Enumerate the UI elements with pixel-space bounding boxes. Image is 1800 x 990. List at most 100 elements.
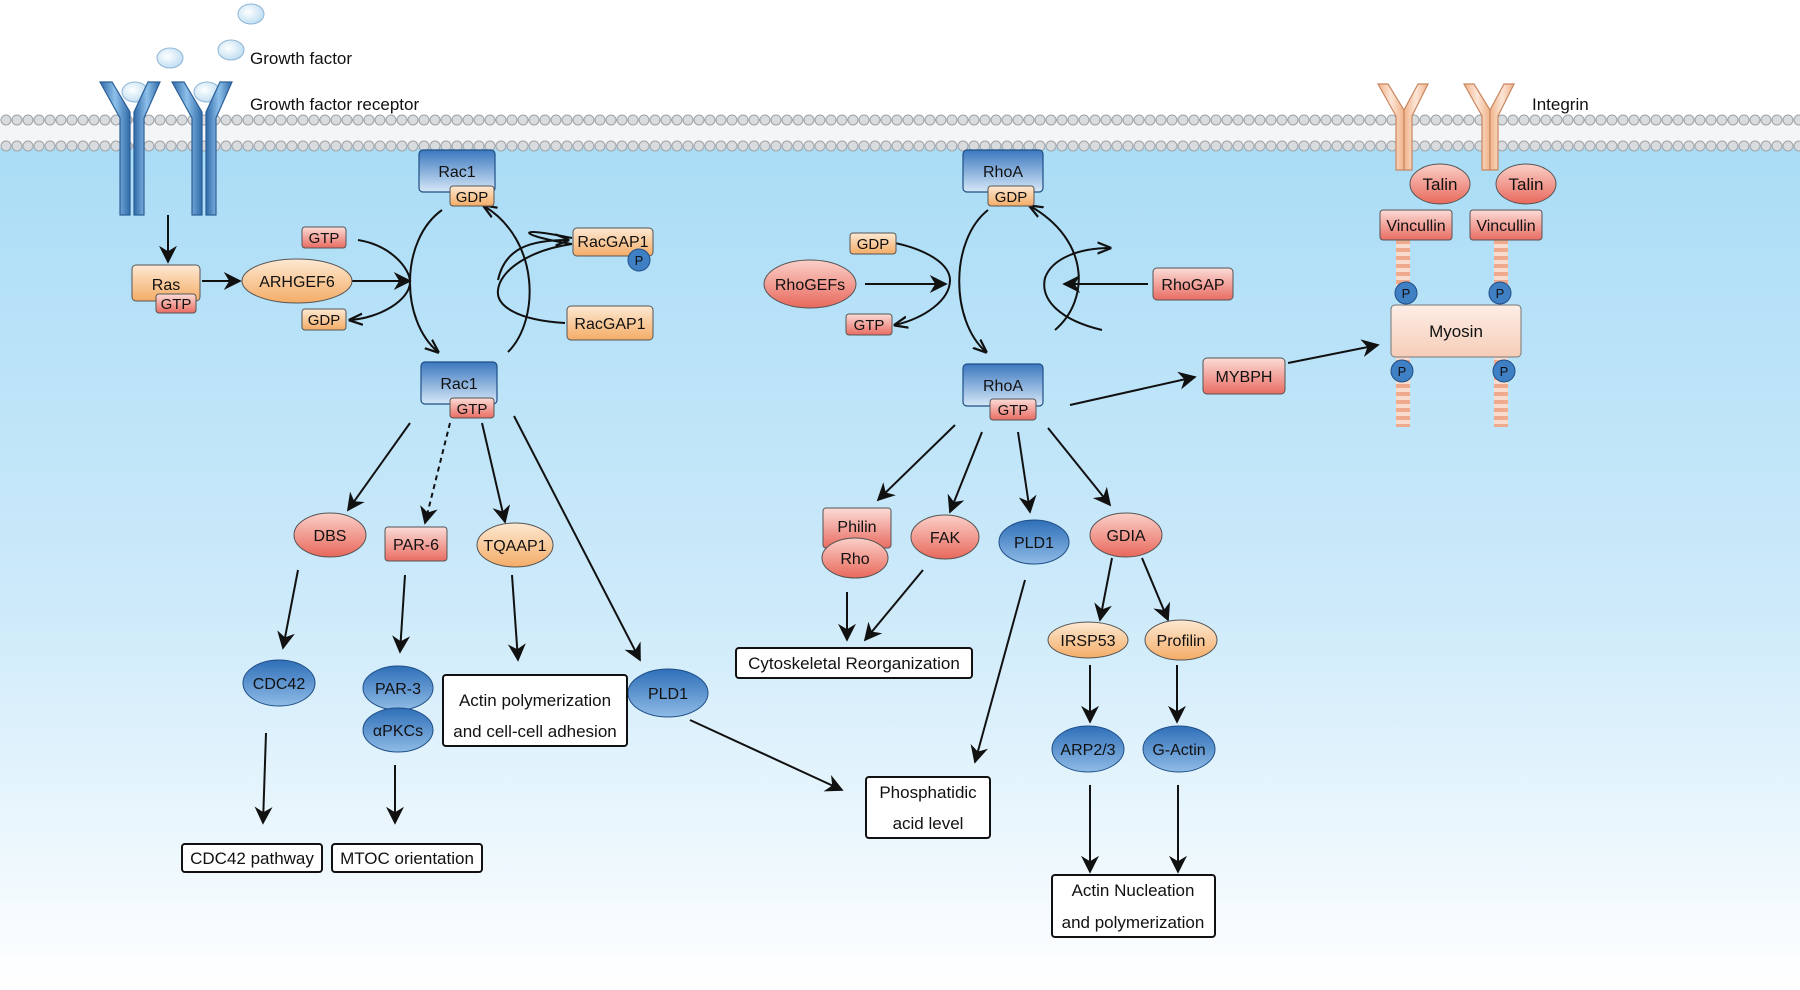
rac1-pld1-label: PLD1 xyxy=(648,686,688,703)
rac1-gtp-label: Rac1 xyxy=(440,376,477,393)
vincullin-label-2: Vincullin xyxy=(1476,218,1535,235)
tqaap1-label: TQAAP1 xyxy=(483,538,546,555)
philin-label: Philin xyxy=(837,519,876,536)
ras-label: Ras xyxy=(152,277,180,294)
myosin-p-label-1: P xyxy=(1402,286,1411,301)
talin-node-2 xyxy=(1495,163,1557,205)
dbs-label: DBS xyxy=(314,528,347,545)
rhogap-label: RhoGAP xyxy=(1161,277,1224,294)
cdc42-pathway-label: CDC42 pathway xyxy=(190,849,314,868)
cdc42-label: CDC42 xyxy=(253,676,306,693)
myosin-p-label-2: P xyxy=(1496,286,1505,301)
gdp-out-node xyxy=(301,308,347,331)
cell-membrane xyxy=(0,114,1800,152)
racgap1-p-node xyxy=(572,227,654,257)
actin-nucleation-line1: Actin Nucleation xyxy=(1072,881,1195,900)
phosphatidic-line2: acid level xyxy=(893,814,964,833)
actin-polymerization-line2: and cell-cell adhesion xyxy=(453,722,617,741)
talin-label-1: Talin xyxy=(1423,175,1458,194)
dbs-node xyxy=(293,512,367,558)
ras-gtp-label: GTP xyxy=(161,296,192,313)
profilin-node xyxy=(1144,619,1218,661)
rhogefs-node xyxy=(763,259,857,309)
rhogefs-label: RhoGEFs xyxy=(775,277,845,294)
talin-node-1 xyxy=(1409,163,1471,205)
cytoskeletal-reorganization-label: Cytoskeletal Reorganization xyxy=(748,654,960,673)
actin-nucleation-box xyxy=(1051,874,1216,938)
phosphate-icon xyxy=(1492,359,1516,383)
myosin-label: Myosin xyxy=(1429,322,1483,341)
racgap1-node xyxy=(566,305,654,341)
rhoa-gtp-out-node xyxy=(845,313,893,336)
mtoc-orientation-label: MTOC orientation xyxy=(340,849,474,868)
myosin-node xyxy=(1390,304,1522,358)
phosphatidic-acid-box xyxy=(865,776,991,839)
rhoa-gdp-in-node xyxy=(849,232,897,255)
actin-polymerization-box xyxy=(442,674,628,747)
racgap1-label: RacGAP1 xyxy=(574,316,645,333)
phosphate-icon xyxy=(627,248,651,272)
arp23-node xyxy=(1051,725,1125,773)
apkcs-node xyxy=(362,707,434,753)
rhoa-pld1-node xyxy=(998,519,1070,565)
irsp53-node xyxy=(1047,621,1129,659)
gdia-node xyxy=(1089,512,1163,558)
rhoa-gtp-label: RhoA xyxy=(983,378,1023,395)
tqaap1-node xyxy=(476,522,554,568)
arrow-layer xyxy=(159,206,1380,874)
phosphatidic-line1: Phosphatidic xyxy=(879,783,977,802)
gactin-node xyxy=(1142,725,1216,773)
fak-node xyxy=(910,514,980,560)
fak-label: FAK xyxy=(930,530,961,547)
integrin-icon xyxy=(1376,83,1515,171)
mtoc-orientation-box xyxy=(331,843,483,873)
rac1-gtp-badge xyxy=(449,397,495,419)
rho-label: Rho xyxy=(840,551,869,568)
rac1-gdp-badge xyxy=(449,185,495,207)
gtp-in-node xyxy=(301,226,347,249)
actin-nucleation-line2: and polymerization xyxy=(1062,913,1205,932)
par6-node xyxy=(384,526,448,562)
gtp-in-label: GTP xyxy=(309,230,340,247)
profilin-label: Profilin xyxy=(1157,633,1206,650)
rhoa-gdp-badge xyxy=(987,185,1035,207)
rho-node xyxy=(821,537,889,579)
arhgef6-node xyxy=(241,258,353,304)
gactin-label: G-Actin xyxy=(1152,742,1205,759)
mybph-label: MYBPH xyxy=(1216,369,1273,386)
gdp-out-label: GDP xyxy=(308,312,341,329)
vincullin-node-2 xyxy=(1469,209,1543,241)
par6-label: PAR-6 xyxy=(393,537,439,554)
rhoa-gdp-in-label: GDP xyxy=(857,236,890,253)
mybph-node xyxy=(1202,357,1286,395)
phosphate-icon xyxy=(1488,281,1512,305)
growth-factor-receptor-label: Growth factor receptor xyxy=(250,95,419,114)
rac1-gdp-badge-label: GDP xyxy=(456,189,489,206)
rac1-gtp-badge-label: GTP xyxy=(457,401,488,418)
phosphate-icon xyxy=(1390,359,1414,383)
par3-label: PAR-3 xyxy=(375,681,421,698)
vincullin-label-1: Vincullin xyxy=(1386,218,1445,235)
rhoa-gdp-label: RhoA xyxy=(983,164,1023,181)
myosin-p-label-4: P xyxy=(1500,364,1509,379)
apkcs-label: αPKCs xyxy=(373,723,423,740)
rhoa-pld1-label: PLD1 xyxy=(1014,535,1054,552)
integrin-label: Integrin xyxy=(1532,95,1589,114)
phosphate-icon xyxy=(1394,281,1418,305)
ras-gtp-badge xyxy=(155,293,197,314)
myosin-p-label-3: P xyxy=(1398,364,1407,379)
cdc42-pathway-box xyxy=(181,843,323,873)
talin-label-2: Talin xyxy=(1509,175,1544,194)
rhoa-gtp-badge xyxy=(989,398,1037,421)
rhoa-gdp-badge-label: GDP xyxy=(995,189,1028,206)
irsp53-label: IRSP53 xyxy=(1060,633,1115,650)
arhgef6-label: ARHGEF6 xyxy=(259,274,335,291)
growth-factor-icon xyxy=(121,3,265,103)
rhoa-gtp-out-label: GTP xyxy=(854,317,885,334)
racgap1-p-label: RacGAP1 xyxy=(577,234,648,251)
actin-polymerization-line1: Actin polymerization xyxy=(459,691,611,710)
rac1-gdp-label: Rac1 xyxy=(438,164,475,181)
racgap1-phosphate-label: P xyxy=(635,253,644,268)
